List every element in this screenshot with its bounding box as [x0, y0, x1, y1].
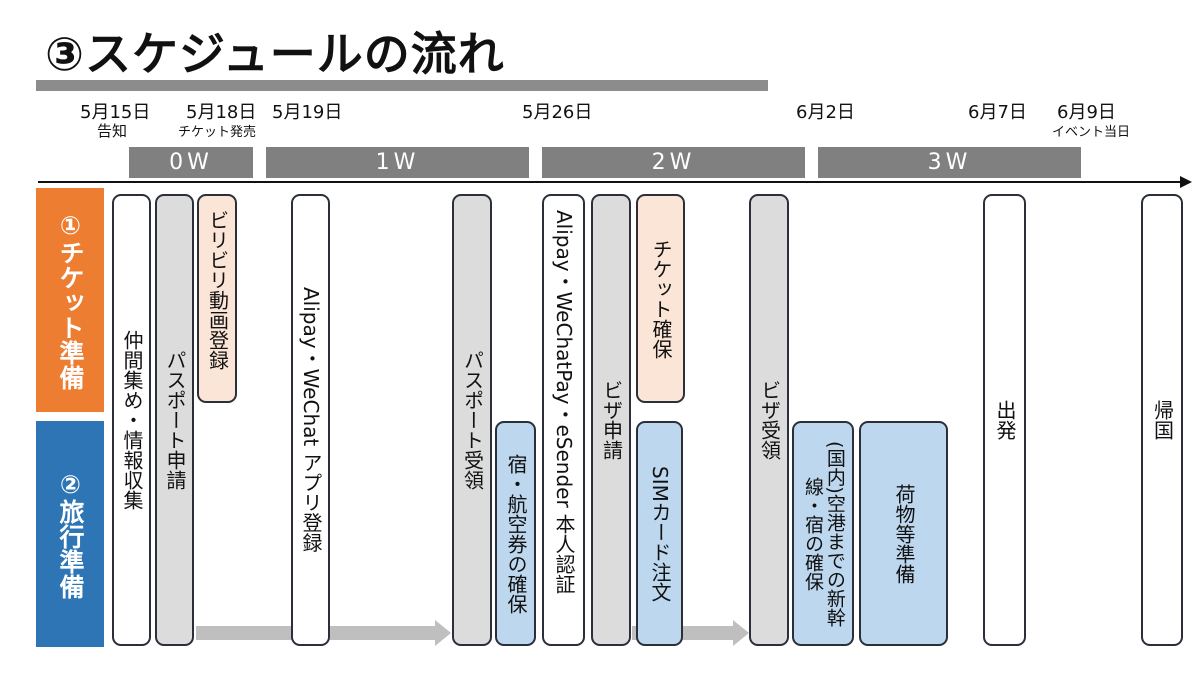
- task-ticket-secure: チケット確保: [636, 194, 685, 403]
- week-bar-1w: 1W: [266, 147, 529, 178]
- task-passport-apply: パスポート申請: [155, 194, 194, 646]
- date-may19: 5月19日: [272, 102, 343, 123]
- date-jun9: 6月9日: [1057, 102, 1116, 123]
- page-title: ③スケジュールの流れ: [45, 27, 505, 81]
- week-bar-2w: 2W: [542, 147, 805, 178]
- week-bar-0w: 0W: [129, 147, 253, 178]
- task-alipay-verify: Alipay・WeChatPay・eSender 本人認証: [542, 194, 585, 646]
- task-depart: 出発: [983, 194, 1026, 646]
- date-may18-note: チケット発売: [178, 125, 257, 140]
- task-visa-receive: ビザ受領: [749, 194, 789, 646]
- week-bar-3w: 3W: [818, 147, 1081, 178]
- task-bilibili: ビリビリ動画登録: [197, 194, 237, 403]
- date-may15-note: 告知: [97, 122, 128, 140]
- task-return: 帰国: [1141, 194, 1183, 646]
- timeline-arrowhead: [1180, 176, 1192, 188]
- category-ticket: ①チケット準備: [36, 188, 104, 412]
- task-sim-order: SIMカード注文: [636, 421, 683, 646]
- timeline-axis: [38, 181, 1183, 183]
- task-gather: 仲間集め・情報収集: [112, 194, 151, 646]
- title-underline: [36, 80, 768, 91]
- task-domestic-travel: (国内)空港までの新幹線・宿の確保: [792, 421, 854, 646]
- category-travel: ②旅行準備: [36, 421, 104, 647]
- task-passport-receive: パスポート受領: [452, 194, 492, 646]
- date-jun2: 6月2日: [796, 102, 855, 123]
- date-jun9-note: イベント当日: [1052, 125, 1131, 140]
- task-alipay-wechat: Alipay・WeChat アプリ登録: [291, 194, 330, 646]
- date-may26: 5月26日: [522, 102, 593, 123]
- task-lodging-air: 宿・航空券の確保: [495, 421, 536, 646]
- progress-arrow-2-head: [733, 620, 749, 646]
- task-luggage: 荷物等準備: [859, 421, 948, 646]
- progress-arrow-1-head: [435, 620, 451, 646]
- date-may15: 5月15日: [80, 102, 151, 123]
- date-jun7: 6月7日: [968, 102, 1027, 123]
- date-may18: 5月18日: [186, 102, 257, 123]
- task-visa-apply: ビザ申請: [591, 194, 631, 646]
